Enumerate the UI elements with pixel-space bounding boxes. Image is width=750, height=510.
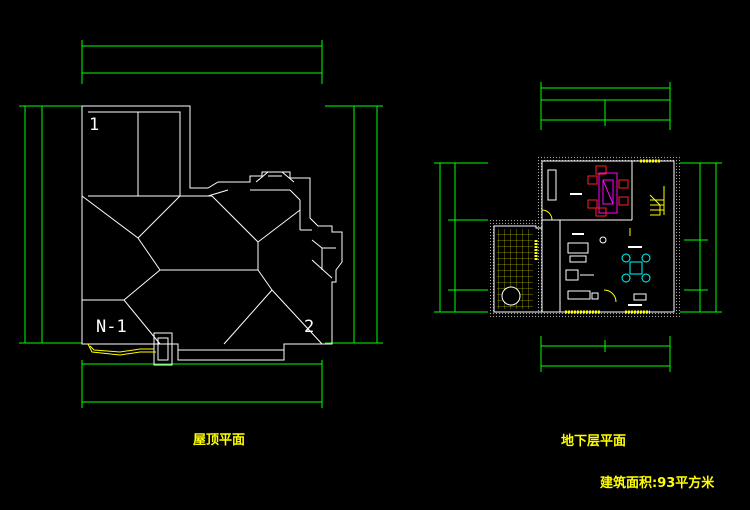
roof-plan-labels: 1 N-1 2 [89,115,314,337]
basement-furniture [547,165,651,301]
roof-label-2: 2 [304,317,314,337]
roof-plan-title: 屋顶平面 [193,433,246,448]
roof-plan-outline [81,105,343,366]
basement-plan-title: 地下层平面 [561,434,627,449]
basement-walls [488,155,680,318]
basement-outline [493,160,675,313]
roof-label-1: 1 [89,115,99,135]
basement-plan-dimensions [434,82,722,372]
basement-room-tags [570,193,642,306]
basement-details [534,159,665,314]
roof-plan-dimensions [19,40,383,408]
roof-label-n1: N-1 [96,317,127,337]
roof-plan-porch-outline [87,343,156,356]
basement-terrace-grid [497,229,533,309]
building-area-note: 建筑面积:93平方米 [600,476,715,491]
